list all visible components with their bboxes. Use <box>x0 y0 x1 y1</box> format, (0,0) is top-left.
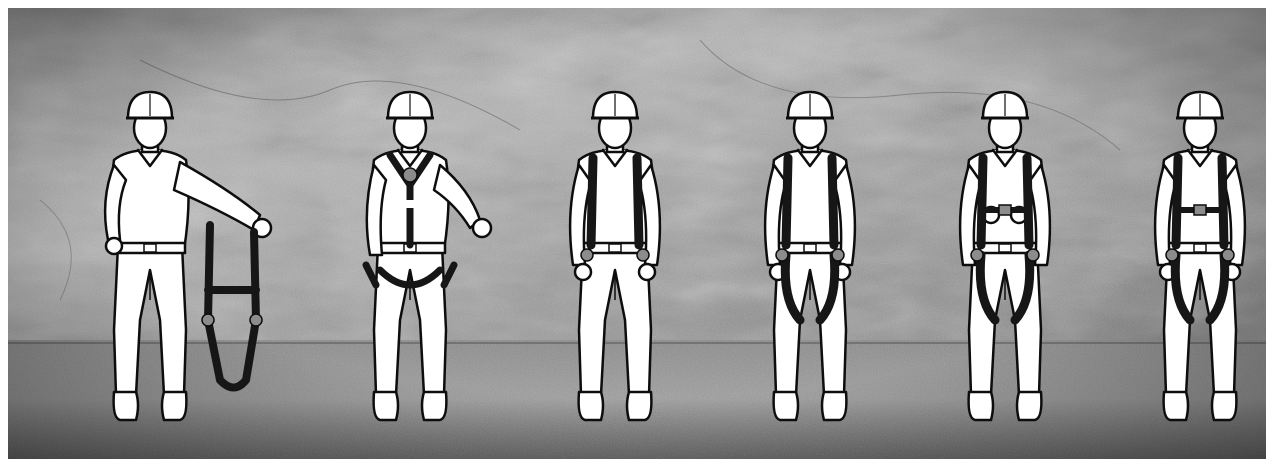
left-boot <box>579 392 603 420</box>
dorsal-d-ring <box>403 168 417 182</box>
hip-d-ring <box>971 249 983 261</box>
right-boot <box>162 392 186 420</box>
right-boot <box>422 392 446 420</box>
hip-d-ring <box>1222 249 1234 261</box>
hip-d-ring <box>581 249 593 261</box>
left-boot <box>114 392 138 420</box>
left-hand <box>106 238 122 254</box>
d-ring <box>202 314 214 326</box>
hip-d-ring <box>1166 249 1178 261</box>
hip-d-ring <box>637 249 649 261</box>
left-boot <box>969 392 993 420</box>
back-pad-label <box>398 200 422 208</box>
right-hand <box>473 219 491 237</box>
d-ring <box>250 314 262 326</box>
left-boot <box>774 392 798 420</box>
right-boot <box>1212 392 1236 420</box>
right-boot <box>822 392 846 420</box>
right-boot <box>627 392 651 420</box>
left-hand <box>575 264 591 280</box>
hip-d-ring <box>776 249 788 261</box>
left-boot <box>1164 392 1188 420</box>
chest-buckle <box>999 205 1011 215</box>
hip-d-ring <box>1027 249 1039 261</box>
right-boot <box>1017 392 1041 420</box>
hip-d-ring <box>832 249 844 261</box>
chest-buckle <box>1194 205 1206 215</box>
left-boot <box>374 392 398 420</box>
right-hand <box>639 264 655 280</box>
